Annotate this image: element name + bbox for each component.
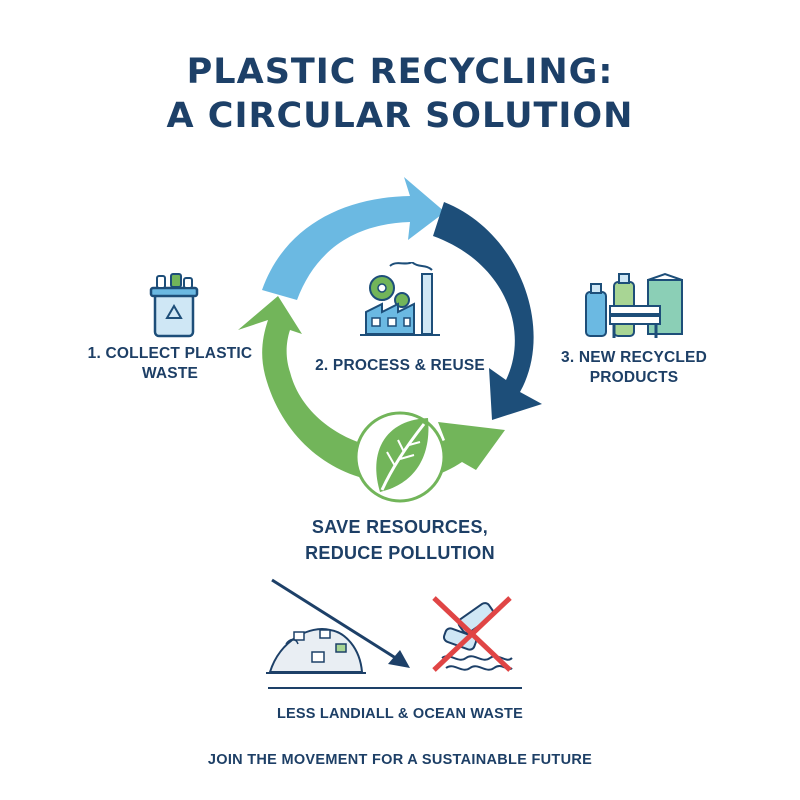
crossed-ocean-bottles-icon <box>432 596 513 672</box>
impact-graphic <box>266 578 522 689</box>
landfill-icon <box>266 628 366 674</box>
step-3-label-line1: 3. NEW RECYCLED <box>561 349 707 366</box>
decrease-arrow <box>271 578 403 664</box>
dark-blue-cycle-arrow <box>433 202 542 420</box>
footer-text: JOIN THE MOVEMENT FOR A SUSTAINABLE FUTU… <box>207 752 593 768</box>
step-2-label-line1: 2. PROCESS & REUSE <box>315 357 485 374</box>
factory-gears-icon <box>360 262 440 336</box>
green-cycle-arrow <box>238 296 505 483</box>
step-1-label: 1. COLLECT PLASTIC WASTE <box>80 344 260 384</box>
light-blue-cycle-arrow <box>262 177 445 300</box>
benefit-text: SAVE RESOURCES, REDUCE POLLUTION <box>250 514 550 566</box>
impact-label: LESS LANDIALL & OCEAN WASTE <box>276 706 523 722</box>
step-1-label-line1: 1. COLLECT PLASTIC <box>87 345 253 362</box>
benefit-line2: REDUCE POLLUTION <box>305 543 495 563</box>
page-title-line1: PLASTIC RECYCLING: <box>186 52 614 92</box>
recycled-products-icon <box>585 272 683 338</box>
recycling-bin-icon <box>149 273 199 338</box>
leaf-badge <box>354 411 446 503</box>
page-title-line2: A CIRCULAR SOLUTION <box>166 96 634 136</box>
step-2-label: 2. PROCESS & REUSE <box>300 356 500 376</box>
benefit-line1: SAVE RESOURCES, <box>311 517 489 537</box>
step-1-label-line2: WASTE <box>141 365 199 382</box>
step-3-label: 3. NEW RECYCLED PRODUCTS <box>548 348 720 388</box>
step-3-label-line2: PRODUCTS <box>589 369 679 386</box>
